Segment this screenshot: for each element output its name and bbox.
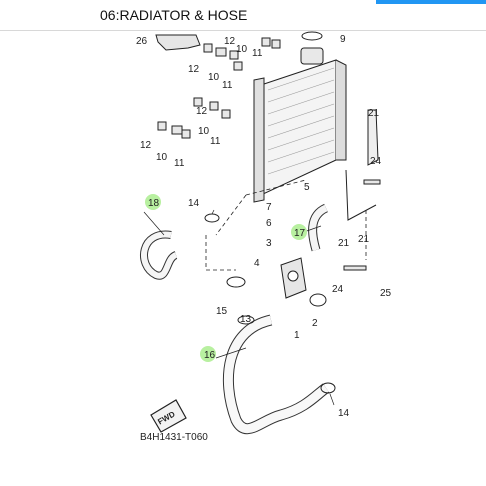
clamp-15 [226, 276, 246, 288]
callout-10: 10 [236, 44, 248, 55]
accent-bar [376, 0, 486, 4]
callout-18: 18 [148, 198, 160, 209]
callout-21b: 21 [338, 238, 350, 249]
callout-3: 3 [266, 238, 272, 249]
callout-11c: 11 [210, 136, 221, 147]
diagram-canvas: 26 12 10 9 12 10 11 11 12 10 11 12 10 11… [136, 31, 392, 443]
callout-17: 17 [294, 228, 306, 239]
callout-5: 5 [304, 182, 310, 193]
callout-26: 26 [136, 36, 148, 47]
callout-1: 1 [294, 330, 300, 341]
callout-10c: 10 [198, 126, 210, 137]
highlight-18 [145, 194, 161, 210]
radiator-core [260, 59, 337, 196]
callout-16: 16 [204, 350, 216, 361]
fwd-arrow [150, 399, 187, 433]
callout-10b: 10 [208, 72, 220, 83]
callout-21: 21 [368, 108, 380, 119]
radiator-tank [253, 77, 265, 203]
exploded-parts-diagram: 26 12 10 9 12 10 11 11 12 10 11 12 10 11… [96, 30, 396, 460]
callout-13: 13 [240, 314, 252, 325]
highlight-16 [200, 346, 216, 362]
callout-12d: 12 [140, 140, 152, 151]
callout-21c: 21 [358, 234, 370, 245]
callout-12b: 12 [188, 64, 200, 75]
callout-25: 25 [380, 288, 392, 299]
part-code: B4H1431-T060 [140, 432, 208, 443]
filler-neck [300, 47, 324, 65]
callout-6: 6 [266, 218, 272, 229]
clamp-14 [204, 213, 220, 223]
clamp-13 [237, 315, 255, 325]
callout-11b: 11 [252, 48, 263, 59]
callout-2: 2 [312, 318, 318, 329]
callout-12: 12 [224, 36, 236, 47]
callout-11: 11 [222, 80, 233, 91]
callout-4: 4 [254, 258, 260, 269]
callout-11d: 11 [174, 158, 185, 169]
callout-24b: 24 [332, 284, 344, 295]
callout-10d: 10 [156, 152, 168, 163]
radiator-bracket [155, 34, 201, 51]
highlight-17 [291, 224, 307, 240]
callout-7: 7 [266, 202, 272, 213]
callout-12c: 12 [196, 106, 208, 117]
callout-14b: 14 [338, 408, 350, 419]
page-title: 06:RADIATOR & HOSE [100, 7, 248, 23]
gasket [309, 293, 327, 307]
callout-24: 24 [370, 156, 382, 167]
callout-15: 15 [216, 306, 228, 317]
o-ring [301, 31, 323, 41]
callout-14: 14 [188, 198, 200, 209]
callout-9: 9 [340, 34, 346, 45]
clamp-14-lower [320, 382, 336, 394]
header-bar: 06:RADIATOR & HOSE [0, 0, 486, 31]
